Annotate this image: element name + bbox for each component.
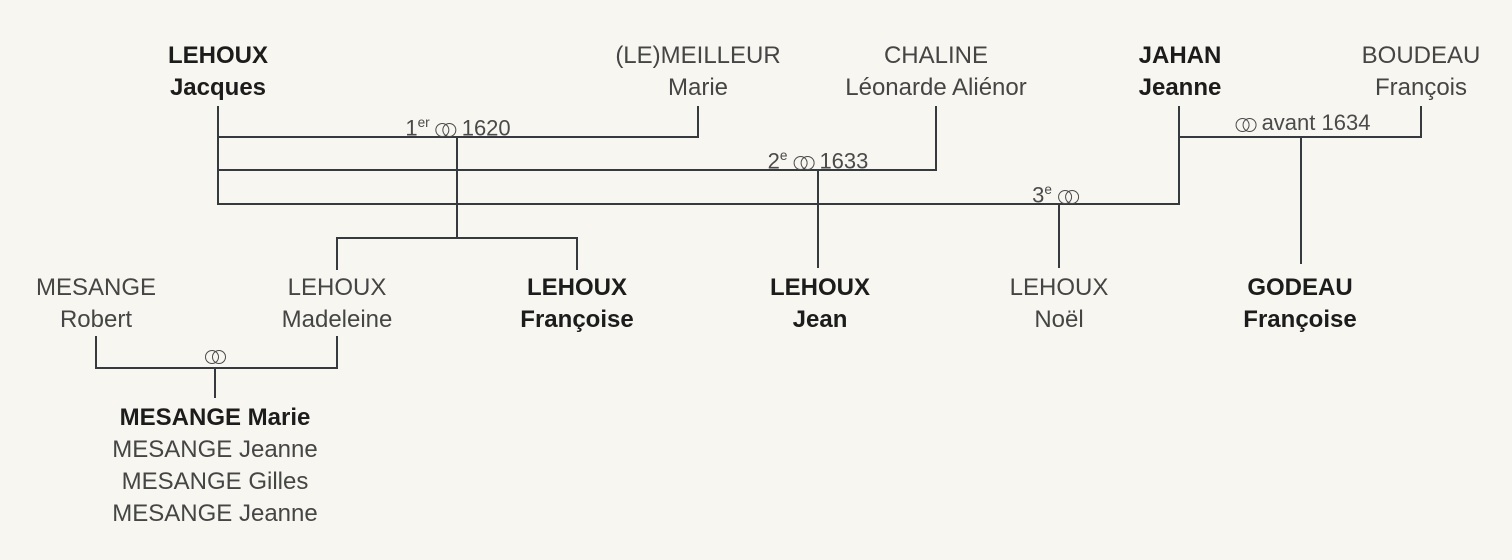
marriage-ordinal-suffix: e [1044,182,1052,197]
descent-line-francoise [576,237,578,270]
descent-line-jean [817,169,819,268]
marriage-year: avant 1634 [1261,110,1371,135]
sibling-line-marriage-1 [337,237,578,239]
person-lehoux-noel[interactable]: LEHOUX Noël [1010,272,1109,336]
given-name: Robert [59,306,133,333]
spouse-line-boudeau [1420,106,1422,138]
descent-line-marriage-robert-madeleine [214,367,216,398]
spouse-line-chaline [935,106,937,171]
marriage-label-3: 3e [1032,177,1084,207]
surname: CHALINE [883,42,989,69]
marriage-line-robert-madeleine [95,367,338,369]
marriage-year: 1633 [819,148,869,174]
descent-line-marriage-1 [456,136,458,239]
surname: MESANGE [35,274,157,301]
spouse-line-marie [697,106,699,138]
marriage-ordinal: 2 [767,148,780,174]
marriage-year: 1620 [461,115,511,141]
person-mesange-robert[interactable]: MESANGE Robert [36,272,156,336]
marriage-label-robert-madeleine [199,342,231,367]
given-name: Jacques [169,74,267,101]
surname: JAHAN [1138,42,1222,69]
given-name: Jeanne [1138,74,1222,101]
person-lehoux-jean[interactable]: LEHOUX Jean [770,272,870,336]
spouse-line-jahan [1178,106,1180,205]
person-lehoux-madeleine[interactable]: LEHOUX Madeleine [282,272,393,336]
surname: LEHOUX [167,42,269,69]
descent-line-madeleine [336,237,338,270]
marriage-label-jahan-boudeau: avant 1634 [1230,110,1371,135]
marriage-rings-icon [435,123,457,138]
given-name: Noël [1034,306,1084,333]
marriage-rings-icon [1057,190,1079,205]
spouse-line-madeleine [336,336,338,369]
marriage-line-1 [217,136,699,138]
surname: LEHOUX [526,274,628,301]
given-name: Marie [667,74,728,101]
surname: LEHOUX [287,274,387,301]
marriage-rings-icon [1235,118,1257,132]
person-mesange-jeanne-1[interactable]: MESANGE Jeanne [112,436,318,463]
given-name: Françoise [1243,306,1357,333]
surname: BOUDEAU [1361,42,1481,69]
person-mesange-jeanne-2[interactable]: MESANGE Jeanne [112,500,318,527]
surname: LEHOUX [769,274,871,301]
given-name: François [1374,74,1468,101]
children-list-mesange: MESANGE Marie MESANGE Jeanne MESANGE Gil… [112,402,317,530]
person-jahan-jeanne[interactable]: JAHAN Jeanne [1139,40,1222,104]
descent-line-noel [1058,203,1060,268]
given-name: Françoise [520,306,634,333]
person-lehoux-jacques[interactable]: LEHOUX Jacques [168,40,268,104]
marriage-ordinal-suffix: e [779,148,788,163]
descent-line-godeau-francoise [1300,136,1302,264]
person-boudeau-francois[interactable]: BOUDEAU François [1362,40,1481,104]
marriage-label-2: 2e 1633 [768,143,869,173]
surname: LEHOUX [1009,274,1109,301]
spouse-line-jacques [217,106,219,205]
marriage-rings-icon [793,156,815,171]
person-chaline-leonarde-alienor[interactable]: CHALINE Léonarde Aliénor [845,40,1026,104]
given-name: Jean [792,306,848,333]
person-mesange-gilles[interactable]: MESANGE Gilles [121,468,309,495]
marriage-rings-icon [205,350,226,364]
spouse-line-robert [95,336,97,369]
surname: (LE)MEILLEUR [615,42,781,69]
surname: GODEAU [1247,274,1353,301]
person-le-meilleur-marie[interactable]: (LE)MEILLEUR Marie [615,40,780,104]
marriage-line-3 [217,203,1180,205]
given-name: Madeleine [281,306,393,333]
marriage-ordinal: 3 [1032,182,1045,208]
marriage-ordinal: 1 [405,115,418,141]
marriage-ordinal-suffix: er [417,115,430,130]
given-name: Léonarde Aliénor [845,74,1027,101]
person-godeau-francoise[interactable]: GODEAU Françoise [1243,272,1356,336]
marriage-line-2 [217,169,937,171]
person-lehoux-francoise[interactable]: LEHOUX Françoise [520,272,633,336]
marriage-label-1: 1er 1620 [405,110,510,140]
person-mesange-marie[interactable]: MESANGE Marie [119,404,311,431]
